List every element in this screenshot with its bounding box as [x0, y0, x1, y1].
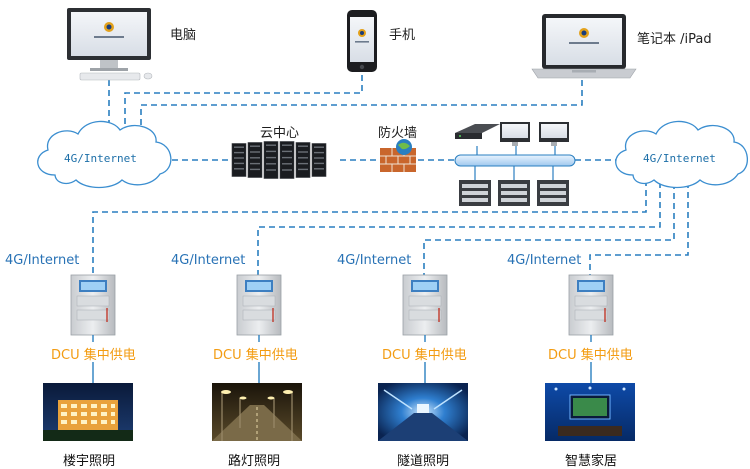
laptop-label: 笔记本 /iPad	[637, 32, 712, 47]
right-cloud-label: 4G/Internet	[643, 152, 716, 165]
branch-4-dcu-label: DCU 集中供电	[548, 348, 633, 363]
phone-label: 手机	[389, 28, 416, 43]
dcu-cabinet-icon	[402, 274, 448, 383]
branch-2-dcu-label: DCU 集中供电	[213, 348, 298, 363]
dcu-cabinets	[70, 274, 614, 383]
branch-3-link	[423, 183, 675, 277]
laptop-icon	[531, 14, 637, 79]
desktop-computer-icon	[67, 8, 153, 81]
dcu-cabinet-icon	[568, 274, 614, 383]
branch-2-link	[257, 182, 661, 277]
network-switch-icon	[454, 154, 576, 167]
firewall-label: 防火墙	[378, 126, 418, 141]
branch-3-scene-label: 隧道照明	[397, 454, 450, 469]
dcu-cabinet-icon	[236, 274, 282, 383]
street-lighting-photo	[212, 383, 302, 441]
connection-lines	[92, 75, 689, 277]
branch-3-dcu-label: DCU 集中供电	[382, 348, 467, 363]
cloud-center-label: 云中心	[260, 126, 300, 141]
branch-1-scene-label: 楼宇照明	[63, 454, 116, 469]
monitor-icon	[539, 122, 569, 146]
mobile-phone-icon	[347, 10, 377, 72]
tunnel-lighting-photo	[378, 383, 468, 441]
branch-4-link	[589, 182, 689, 277]
storage-server-icon	[459, 180, 491, 206]
branch-4-network-label: 4G/Internet	[507, 253, 582, 268]
desktop-label: 电脑	[170, 28, 197, 43]
storage-server-icon	[498, 180, 530, 206]
laptop-link	[140, 80, 583, 144]
branch-2-scene-label: 路灯照明	[228, 454, 281, 469]
branch-3-network-label: 4G/Internet	[337, 253, 412, 268]
phone-link	[124, 75, 363, 142]
right-cloud-icon	[615, 120, 748, 189]
branch-4-scene-label: 智慧家居	[565, 454, 618, 469]
switch-bus	[474, 146, 556, 180]
branch-1-link	[92, 180, 647, 277]
dcu-cabinet-icon	[70, 274, 116, 383]
server-rack-icon	[231, 141, 327, 179]
firewall-icon	[380, 139, 416, 172]
monitor-icon	[500, 122, 530, 146]
building-lighting-photo	[43, 383, 133, 441]
router-icon	[455, 124, 500, 139]
left-cloud-icon	[37, 120, 172, 189]
branch-2-network-label: 4G/Internet	[171, 253, 246, 268]
storage-server-icon	[537, 180, 569, 206]
smart-home-photo	[545, 383, 635, 441]
branch-1-dcu-label: DCU 集中供电	[51, 348, 136, 363]
left-cloud-label: 4G/Internet	[64, 152, 137, 165]
branch-1-network-label: 4G/Internet	[5, 253, 80, 268]
